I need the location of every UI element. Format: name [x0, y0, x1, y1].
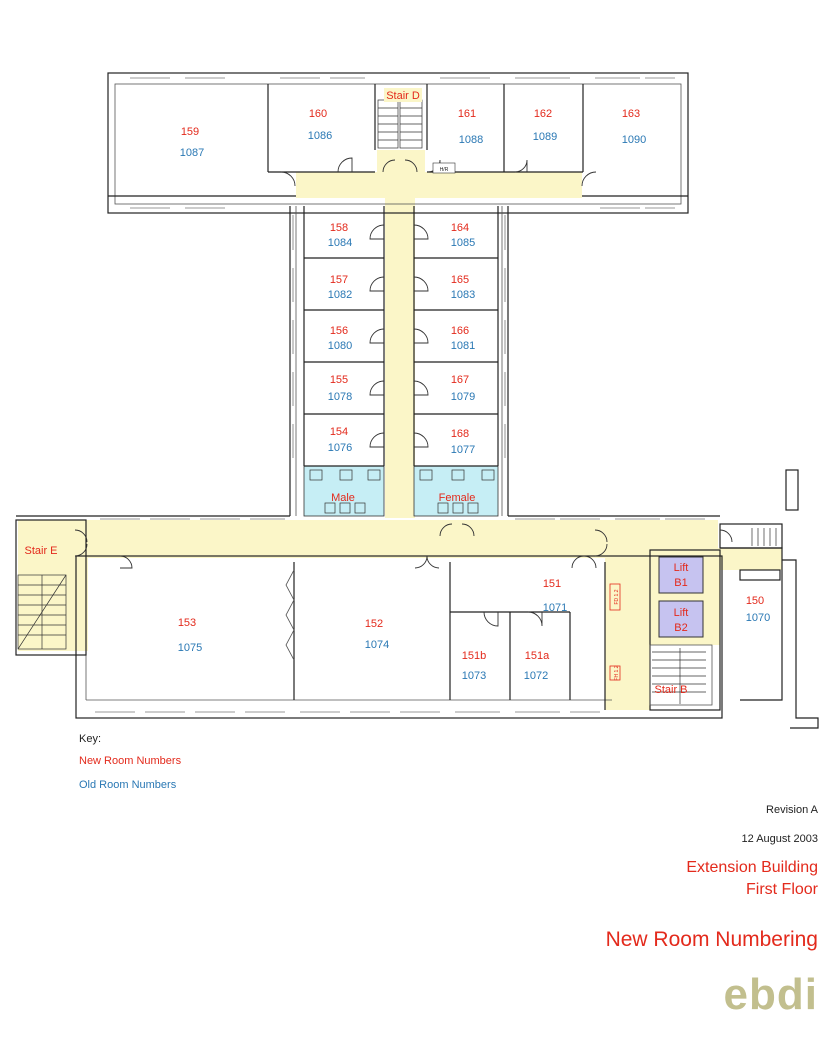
room-number-old: 1076 — [328, 442, 352, 454]
room-number-old: 1082 — [328, 289, 352, 301]
room-number-old: 1085 — [451, 237, 475, 249]
toilet-fixtures — [309, 469, 495, 514]
room-number-new: 161 — [458, 108, 476, 120]
room-number-new: 163 — [622, 108, 640, 120]
stair-d-label: Stair D — [386, 90, 420, 102]
room-number-old: 1086 — [308, 130, 332, 142]
room-number-new: 151 — [543, 578, 561, 590]
fire-door-marker — [609, 583, 621, 611]
hr-label: H/R — [440, 167, 449, 173]
stair-b-label: Stair B — [654, 684, 687, 696]
room-number-new: 168 — [451, 428, 469, 440]
lift-b2-label: B2 — [674, 622, 687, 634]
room-number-old: 1084 — [328, 237, 352, 249]
key-title: Key: — [79, 733, 102, 745]
lift-b2-label: Lift — [674, 607, 689, 619]
room-number-old: 1081 — [451, 340, 475, 352]
room-number-old: 1087 — [180, 147, 204, 159]
room-number-new: 162 — [534, 108, 552, 120]
fire-door-label: FD 1.2 — [614, 589, 620, 604]
stair-e-treads — [17, 574, 67, 650]
room-number-new: 159 — [181, 126, 199, 138]
lift-b2-car — [658, 600, 704, 638]
room-number-new: 164 — [451, 222, 469, 234]
room-number-new: 156 — [330, 325, 348, 337]
room-number-old: 1077 — [451, 444, 475, 456]
room-labels: 159 1087 160 1086 161 1088 162 1089 163 … — [178, 108, 770, 682]
lift-b1-car — [658, 556, 704, 594]
walls — [15, 72, 819, 729]
room-number-new: 165 — [451, 274, 469, 286]
room-number-new: 150 — [746, 595, 764, 607]
room-number-old: 1075 — [178, 642, 202, 654]
stair-e-label: Stair E — [24, 545, 57, 557]
room-number-new: 153 — [178, 617, 196, 629]
key-old-room-numbers: Old Room Numbers — [79, 779, 177, 791]
drawing-title: New Room Numbering — [605, 928, 818, 951]
doors — [74, 157, 733, 627]
floor-name: First Floor — [746, 881, 818, 898]
lift-b1-label: B1 — [674, 577, 687, 589]
revision-label: Revision A — [766, 804, 818, 816]
room-number-new: 151a — [525, 650, 550, 662]
room-number-new: 167 — [451, 374, 469, 386]
room-number-old: 1070 — [746, 612, 770, 624]
key-new-room-numbers: New Room Numbers — [79, 755, 182, 767]
room-number-new: 154 — [330, 426, 348, 438]
area-labels: Stair D Stair E Stair B Male Female Lift… — [24, 88, 688, 696]
room-number-old: 1073 — [462, 670, 486, 682]
room-number-new: 166 — [451, 325, 469, 337]
room-number-old: 1071 — [543, 602, 567, 614]
room-number-new: 157 — [330, 274, 348, 286]
room-number-old: 1088 — [459, 134, 483, 146]
male-toilet-label: Male — [331, 492, 355, 504]
ebdi-logo: ebdi — [723, 970, 818, 1019]
room-number-new: 158 — [330, 222, 348, 234]
fire-door-marker — [609, 665, 621, 681]
lift-b1-label: Lift — [674, 562, 689, 574]
room-number-new: 151b — [462, 650, 486, 662]
stair-right-treads — [751, 528, 777, 546]
room-number-new: 160 — [309, 108, 327, 120]
stair-b-treads — [652, 648, 706, 704]
room-number-old: 1078 — [328, 391, 352, 403]
room-number-old: 1072 — [524, 670, 548, 682]
room-number-old: 1074 — [365, 639, 389, 651]
stair-d-treads — [377, 99, 423, 149]
hr-box — [432, 162, 456, 174]
room-number-old: 1090 — [622, 134, 646, 146]
room-number-old: 1083 — [451, 289, 475, 301]
room-number-old: 1080 — [328, 340, 352, 352]
fire-door-label: FH 1.2 — [614, 665, 620, 680]
room-number-old: 1079 — [451, 391, 475, 403]
room-number-old: 1089 — [533, 131, 557, 143]
toilets — [303, 465, 499, 517]
building-name: Extension Building — [686, 859, 818, 876]
date-label: 12 August 2003 — [741, 833, 818, 845]
room-number-new: 155 — [330, 374, 348, 386]
room-number-new: 152 — [365, 618, 383, 630]
female-toilet-label: Female — [439, 492, 476, 504]
